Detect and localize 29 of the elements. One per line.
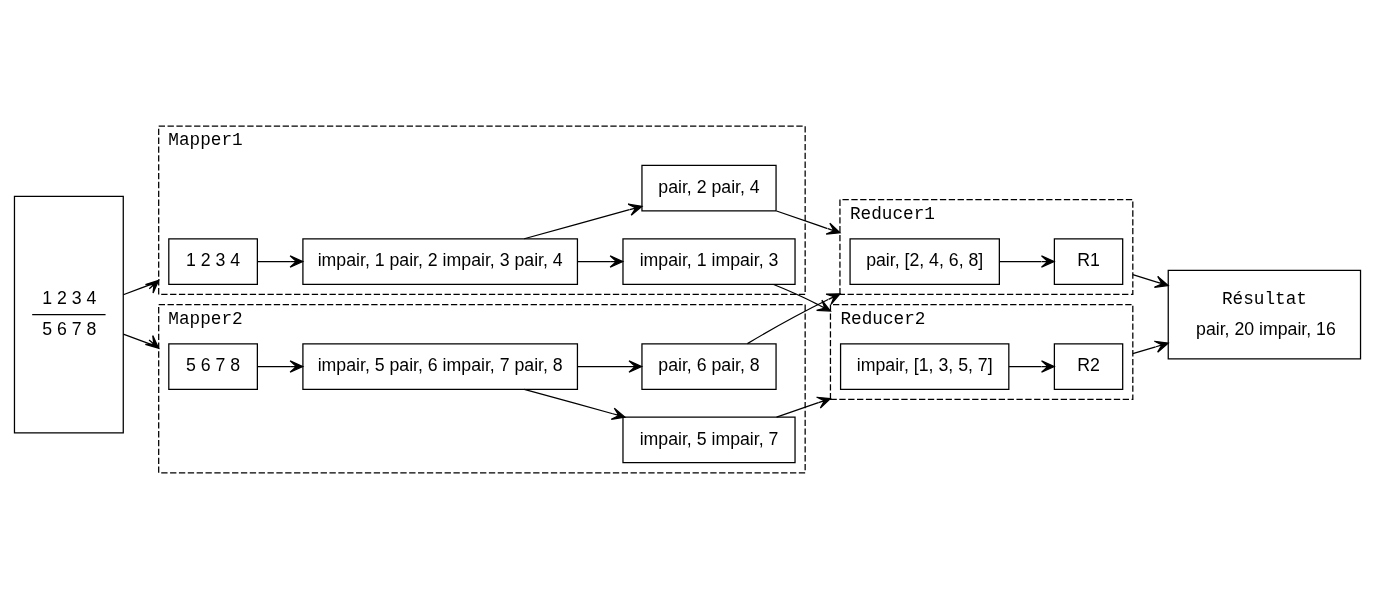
arrow (775, 396, 832, 418)
node-box: Résultat pair, 20 impair, 16 (1167, 269, 1362, 360)
arrow (998, 254, 1055, 268)
node-box: impair, 1 impair, 3 (622, 237, 796, 285)
arrow (257, 359, 304, 373)
arrow (1008, 359, 1055, 373)
arrow (122, 279, 160, 295)
arrow (775, 209, 841, 235)
arrow (577, 359, 643, 373)
node-box: R2 (1053, 342, 1124, 390)
arrow (257, 254, 304, 268)
node-box: 1 2 3 4 5 6 7 8 (13, 195, 124, 434)
node-box: pair, [2, 4, 6, 8] (849, 237, 1000, 285)
node-box: impair, 5 impair, 7 (622, 416, 796, 463)
node-box: 5 6 7 8 (168, 342, 258, 390)
arrow (523, 203, 643, 239)
arrow (122, 333, 160, 349)
arrow (1132, 273, 1169, 288)
node-box: pair, 6 pair, 8 (641, 342, 777, 390)
arrow (523, 388, 626, 420)
node-box: 1 2 3 4 (168, 237, 258, 285)
node-box: impair, 5 pair, 6 impair, 7 pair, 8 (302, 342, 579, 390)
node-box: impair, 1 pair, 2 impair, 3 pair, 4 (302, 237, 579, 285)
arrow (577, 254, 624, 268)
arrow (1132, 340, 1169, 354)
arrow (746, 292, 841, 344)
node-box: impair, [1, 3, 5, 7] (839, 342, 1010, 390)
node-box: R1 (1053, 237, 1124, 285)
node-box: pair, 2 pair, 4 (641, 164, 777, 212)
